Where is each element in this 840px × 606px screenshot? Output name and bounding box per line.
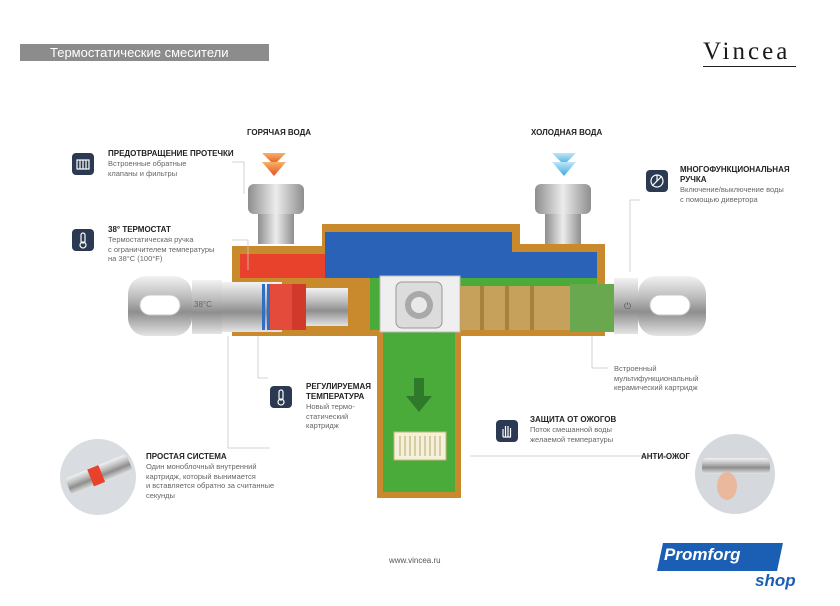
simple-title: ПРОСТАЯ СИСТЕМА — [146, 452, 227, 461]
brand-underline — [703, 66, 796, 67]
page-title: Термостатические смесители — [50, 45, 229, 60]
simple-desc: Один моноблочный внутренний картридж, ко… — [146, 462, 275, 500]
hot-inlet-fitting — [248, 184, 304, 214]
cold-arrow-icon — [552, 153, 576, 176]
website-link[interactable]: www.vincea.ru — [389, 556, 441, 565]
diverter-icon — [646, 170, 668, 192]
hot-water-label: ГОРЯЧАЯ ВОДА — [247, 128, 312, 137]
promo-logo-line1: Promforg — [664, 545, 741, 564]
thermostat-title: 38° ТЕРМОСТАТ — [108, 225, 171, 234]
adjustable-desc: Новый термо- статический картридж — [306, 402, 355, 430]
header-bar — [20, 44, 269, 61]
scald-title: ЗАЩИТА ОТ ОЖОГОВ — [530, 415, 617, 424]
ceramic-cartridge-desc: Встроенный мультифункциональный керамиче… — [614, 364, 699, 392]
hot-water-zone — [240, 254, 325, 278]
adjustable-title: РЕГУЛИРУЕМАЯ ТЕМПЕРАТУРА — [306, 382, 371, 401]
handle-desc: Включение/выключение воды с помощью диве… — [680, 185, 784, 204]
cold-water-zone — [325, 232, 597, 278]
leak-desc: Встроенные обратные клапаны и фильтры — [108, 159, 187, 178]
filter-icon — [72, 153, 94, 175]
temp-scale-label: 38°C — [194, 300, 212, 309]
cold-water-label: ХОЛОДНАЯ ВОДА — [531, 128, 603, 137]
cold-inlet-fitting — [535, 184, 591, 214]
hand-icon — [496, 420, 518, 442]
svg-text:⏻: ⏻ — [624, 301, 631, 312]
hot-arrow-icon — [262, 153, 286, 176]
ceramic-cartridge — [460, 286, 570, 330]
promo-logo-line2: shop — [755, 571, 796, 590]
scald-desc: Поток смешанной воды желаемой температур… — [530, 425, 614, 444]
thermostat-desc: Термостатическая ручка с ограничителем т… — [108, 235, 215, 263]
handle-title: МНОГОФУНКЦИОНАЛЬНАЯ РУЧКА — [680, 165, 790, 184]
anti-burn-title: АНТИ-ОЖОГ — [641, 452, 690, 461]
flow-arrow-icon — [406, 378, 432, 412]
thermometer-icon — [72, 229, 94, 251]
leak-title: ПРЕДОТВРАЩЕНИЕ ПРОТЕЧКИ — [108, 149, 234, 158]
brand-logo: Vincea — [703, 38, 791, 65]
thermometer-icon — [270, 386, 292, 408]
